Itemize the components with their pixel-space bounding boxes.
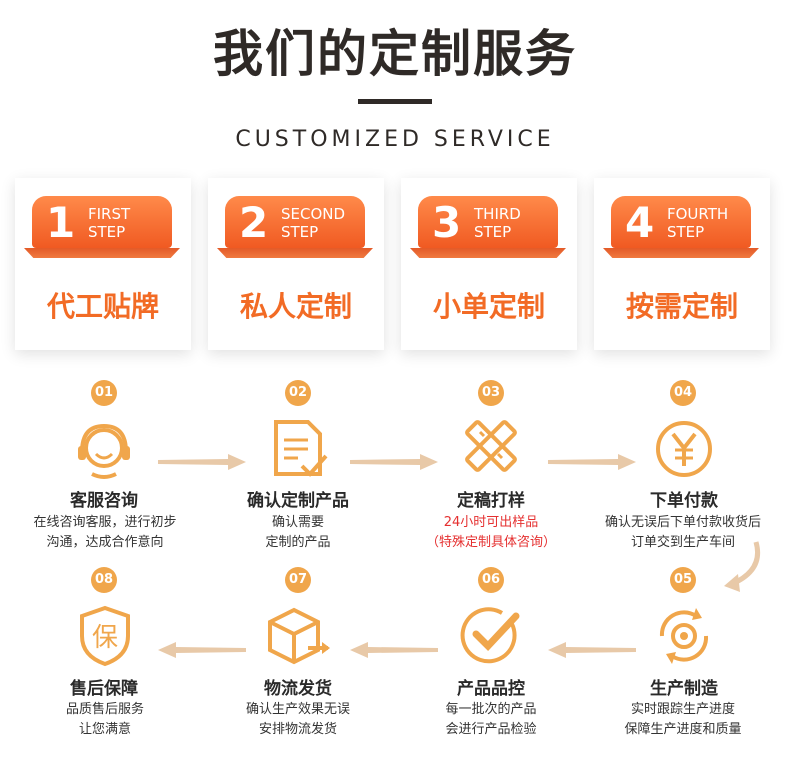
process-desc-04: 确认无误后下单付款收货后订单交到生产车间 <box>604 515 761 550</box>
yen-coin-icon <box>656 421 712 477</box>
package-icon <box>268 607 330 665</box>
ruler-pencil-icon <box>465 420 517 472</box>
checkmark-icon <box>460 607 520 664</box>
process-title-04: 下单付款 <box>650 491 718 511</box>
process-title-01: 客服咨询 <box>70 491 138 511</box>
step-number: 4 <box>625 198 655 247</box>
arrow-left-icon <box>158 642 246 658</box>
process-desc-07: 确认生产效果无误安排物流发货 <box>245 702 350 737</box>
step-title: 按需定制 <box>625 290 738 323</box>
step-title: 代工贴牌 <box>46 290 159 323</box>
shield-icon: 保 <box>80 605 130 667</box>
process-title-03: 定稿打样 <box>457 491 525 511</box>
process-desc-06: 每一批次的产品会进行产品检验 <box>445 702 537 737</box>
gear-icon <box>659 608 709 664</box>
arrow-right-icon <box>350 454 438 470</box>
headset-icon <box>78 423 130 479</box>
step-title: 小单定制 <box>432 290 545 323</box>
step-number: 1 <box>46 198 76 247</box>
document-check-icon <box>274 420 328 477</box>
process-badge-02: 02 <box>285 380 311 406</box>
process-desc-02: 确认需要定制的产品 <box>265 515 331 550</box>
curved-arrow-icon <box>724 541 760 592</box>
arrow-left-icon <box>548 642 636 658</box>
page-title: 我们的定制服务 <box>213 25 577 83</box>
process-badge-08: 08 <box>91 567 117 593</box>
page-subtitle: CUSTOMIZED SERVICE <box>235 127 555 152</box>
arrow-right-icon <box>158 454 246 470</box>
process-title-05: 生产制造 <box>650 679 718 699</box>
process-title-06: 产品品控 <box>457 679 525 699</box>
process-badge-04: 04 <box>670 380 696 406</box>
process-desc-05: 实时跟踪生产进度保障生产进度和质量 <box>624 702 742 737</box>
step-title: 私人定制 <box>239 290 352 323</box>
svg-text:保: 保 <box>92 623 118 653</box>
process-title-02: 确认定制产品 <box>247 491 349 511</box>
process-title-08: 售后保障 <box>70 679 138 699</box>
arrow-right-icon <box>548 454 636 470</box>
process-badge-01: 01 <box>91 380 117 406</box>
process-desc-08: 品质售后服务让您满意 <box>65 702 144 737</box>
process-title-07: 物流发货 <box>264 679 332 699</box>
process-badge-06: 06 <box>478 567 504 593</box>
process-desc-01: 在线咨询客服，进行初步沟通，达成合作意向 <box>33 515 177 550</box>
process-badge-03: 03 <box>478 380 504 406</box>
process-badge-07: 07 <box>285 567 311 593</box>
process-badge-05: 05 <box>670 567 696 593</box>
title-divider <box>358 99 432 104</box>
step-number: 2 <box>239 198 269 247</box>
process-desc-03: 24小时可出样品（特殊定制具体咨询） <box>425 515 556 550</box>
step-number: 3 <box>432 198 462 247</box>
arrow-left-icon <box>350 642 438 658</box>
